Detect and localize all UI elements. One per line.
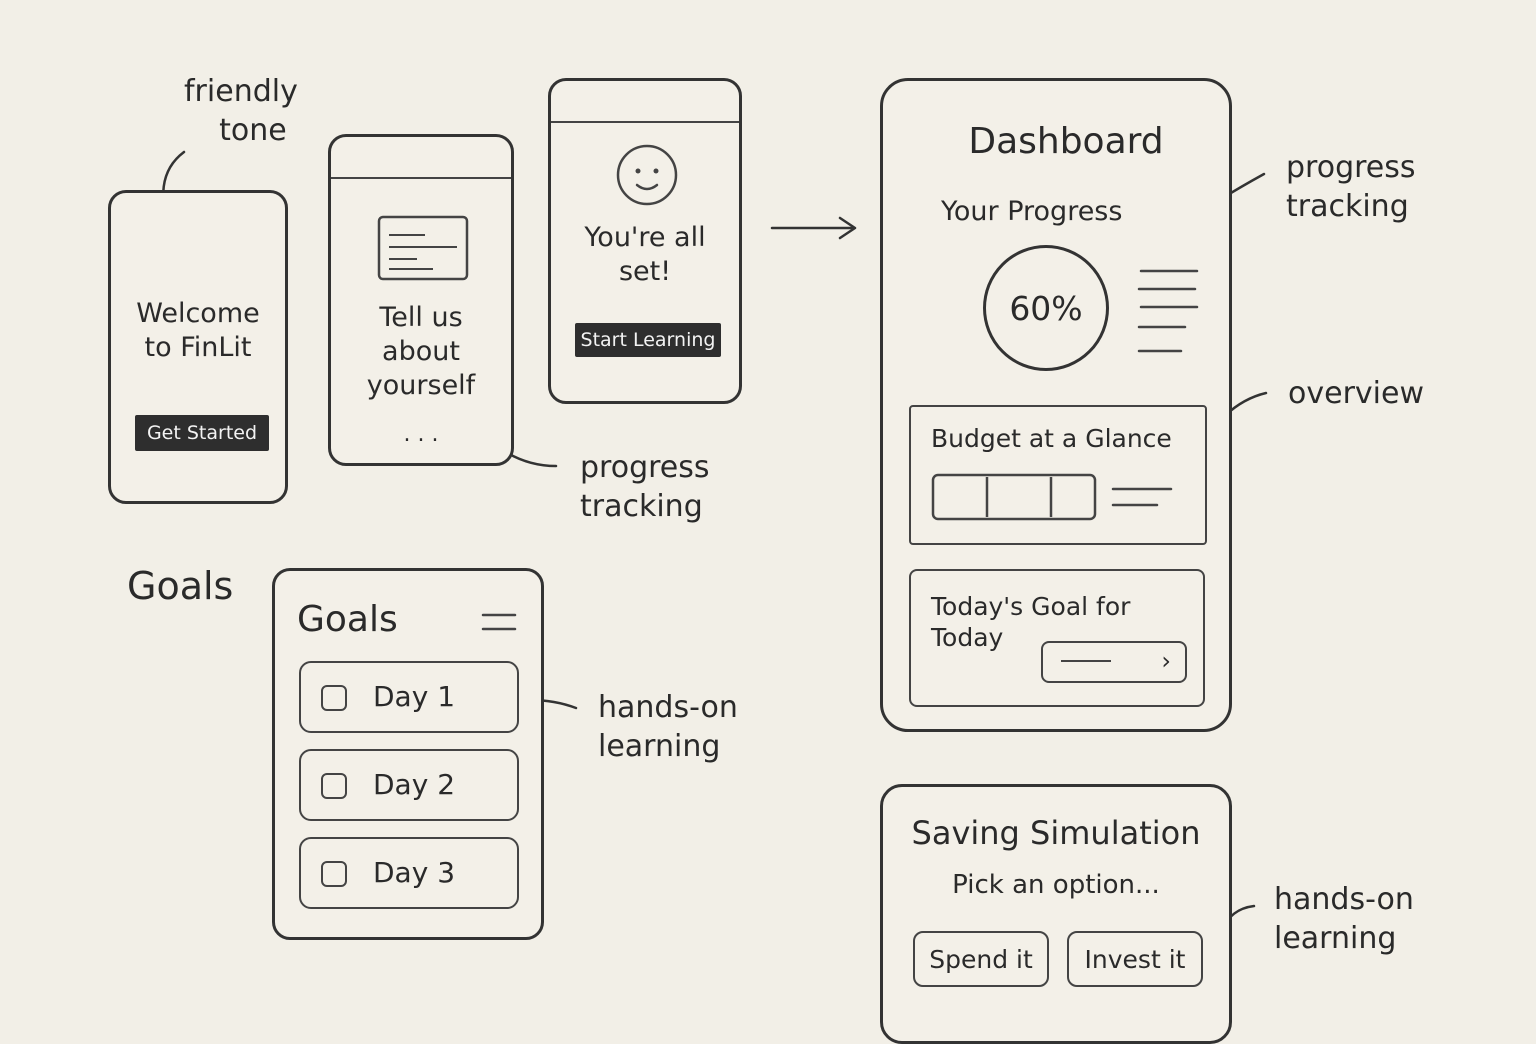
saving-title: Saving Simulation	[911, 814, 1201, 852]
saving-subtitle: Pick an option...	[952, 870, 1160, 900]
get-started-button[interactable]: Get Started	[135, 415, 269, 451]
goals-title: Goals	[297, 599, 398, 640]
dashboard-title: Dashboard	[968, 121, 1164, 162]
progress-text-lines	[1137, 269, 1199, 353]
goals-section-label: Goals	[127, 564, 234, 608]
all-set-topbar	[551, 81, 739, 123]
checkbox-day-3[interactable]	[321, 861, 347, 887]
annotation-progress-tracking-onboarding: progress tracking	[580, 450, 710, 524]
welcome-screen: Welcome to FinLit Get Started	[108, 190, 288, 504]
goal-day-1-label: Day 1	[373, 680, 456, 713]
all-set-screen: You're all set! Start Learning	[548, 78, 742, 404]
goal-day-2-label: Day 2	[373, 768, 456, 801]
checkbox-day-2[interactable]	[321, 773, 347, 799]
about-ellipsis: . . .	[403, 422, 439, 447]
invest-it-button[interactable]: Invest it	[1067, 931, 1203, 987]
smiley-icon	[616, 144, 678, 206]
progress-ring: 60%	[983, 245, 1109, 371]
budget-bar-chart	[931, 473, 1173, 521]
goal-continue-button[interactable]: ›	[1041, 641, 1187, 683]
progress-heading: Your Progress	[941, 196, 1123, 227]
about-topbar	[331, 137, 511, 179]
annotation-friendly-tone: friendly tone	[184, 74, 298, 148]
menu-icon[interactable]	[481, 609, 517, 635]
todays-goal-title: Today's Goal for Today	[931, 592, 1131, 653]
dashboard-screen: Dashboard Your Progress 60% Budget at a …	[880, 78, 1232, 732]
budget-card-title: Budget at a Glance	[931, 424, 1172, 453]
form-card-icon	[377, 215, 469, 281]
annotation-progress-tracking-dashboard: progress tracking	[1286, 150, 1416, 224]
goal-day-3-label: Day 3	[373, 856, 456, 889]
spend-it-button[interactable]: Spend it	[913, 931, 1049, 987]
goal-day-2[interactable]: Day 2	[299, 749, 519, 821]
all-set-title: You're all set!	[584, 222, 706, 287]
start-learning-button[interactable]: Start Learning	[575, 323, 721, 357]
goal-day-1[interactable]: Day 1	[299, 661, 519, 733]
about-screen: Tell us about yourself . . .	[328, 134, 514, 466]
goal-button-line	[1061, 660, 1111, 662]
chevron-right-icon: ›	[1161, 647, 1171, 675]
goal-day-3[interactable]: Day 3	[299, 837, 519, 909]
checkbox-day-1[interactable]	[321, 685, 347, 711]
annotation-hands-on-saving: hands-on learning	[1274, 882, 1414, 956]
saving-simulation-screen: Saving Simulation Pick an option... Spen…	[880, 784, 1232, 1044]
todays-goal-card[interactable]: Today's Goal for Today ›	[909, 569, 1205, 707]
about-title: Tell us about yourself	[366, 302, 476, 401]
goals-screen: Goals Day 1 Day 2 Day 3	[272, 568, 544, 940]
welcome-title: Welcome to FinLit	[136, 298, 260, 363]
annotation-hands-on-goals: hands-on learning	[598, 690, 738, 764]
budget-card[interactable]: Budget at a Glance	[909, 405, 1207, 545]
annotation-overview: overview	[1288, 376, 1424, 411]
